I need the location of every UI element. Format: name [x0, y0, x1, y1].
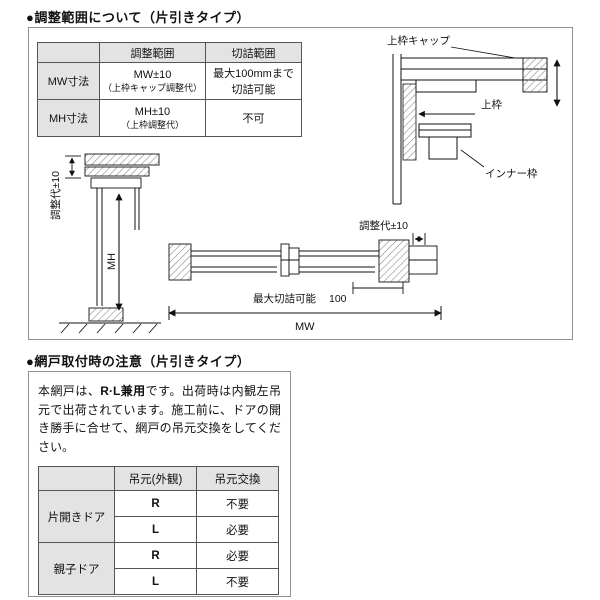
- exchange-cell: 必要: [196, 516, 279, 544]
- row-header-single-door: 片開きドア: [38, 490, 115, 544]
- section-title-screen-door: ●網戸取付時の注意（片引きタイプ）: [26, 354, 251, 369]
- row-header-parent-child-door: 親子ドア: [38, 542, 115, 596]
- jamb-hatched-section: [402, 83, 417, 161]
- mh-adjust-note: （上枠調整代）: [120, 119, 184, 130]
- table-row: MW寸法 MW±10 （上枠キャップ調整代） 最大100mmまで 切詰可能: [37, 62, 302, 100]
- table-row: 片開きドア R 不要: [38, 490, 279, 544]
- frame-rails: [191, 250, 379, 273]
- mw-adjust-note: （上枠キャップ調整代）: [103, 82, 203, 93]
- row-header-mh: MH寸法: [37, 99, 100, 137]
- mw-adjust-value: MW±10: [133, 68, 172, 81]
- screen-door-note-panel: 本網戸は、R·L兼用です。出荷時は内観左吊元で出荷されています。施工前に、ドアの…: [28, 371, 291, 597]
- hinge-exchange-table: 吊元(外観) 吊元交換 片開きドア R 不要 L 必要 親子ドア R 必要 L …: [38, 466, 279, 596]
- mw-cut-line1: 最大100mmまで: [213, 68, 294, 80]
- hinge-cell: L: [114, 516, 197, 544]
- row-header-mw: MW寸法: [37, 62, 100, 100]
- left-jamb-section: [168, 243, 192, 281]
- top-frame-profile: [400, 57, 548, 93]
- mh-adjust-value: MH±10: [134, 105, 171, 118]
- section-title-adjust-range: ●調整範囲について（片引きタイプ）: [26, 10, 250, 25]
- mw-cut-line2: 切詰可能: [231, 84, 276, 96]
- col-header-cut: 切詰範囲: [205, 42, 302, 63]
- exchange-cell: 不要: [196, 568, 279, 596]
- exchange-cell: 不要: [196, 490, 279, 518]
- adjust-range-table: 調整範囲 切詰範囲 MW寸法 MW±10 （上枠キャップ調整代） 最大100mm…: [37, 42, 302, 137]
- top-frame-label: 上枠: [481, 98, 502, 111]
- top-cap-hatched-section: [522, 57, 548, 93]
- inner-frame-profile: [418, 123, 472, 160]
- adjust-range-panel: 調整範囲 切詰範囲 MW寸法 MW±10 （上枠キャップ調整代） 最大100mm…: [28, 27, 573, 340]
- mh-adjust-label: 調整代±10: [49, 171, 62, 220]
- max-cut-value: 100: [329, 293, 347, 305]
- mh-section-diagram: 調整代±10 MH: [49, 153, 161, 334]
- mh-adjust-dimension: [65, 155, 81, 179]
- mw-adjust-cell: MW±10 （上枠キャップ調整代）: [99, 62, 206, 100]
- top-frame-corner-diagram: 上枠キャップ 上枠 インナー枠: [387, 34, 561, 205]
- col-header-adjust: 調整範囲: [99, 42, 206, 63]
- right-jamb-section: [378, 239, 438, 283]
- frame-elevation-lines: [392, 54, 402, 205]
- col-header-exchange: 吊元交換: [196, 466, 279, 492]
- exchange-cell: 必要: [196, 542, 279, 570]
- hinge-cell: R: [114, 490, 197, 518]
- corner-cell: [37, 42, 100, 63]
- table-row: L 不要: [39, 568, 279, 596]
- corner-cell: [38, 466, 115, 492]
- table-row: L 必要: [39, 516, 279, 544]
- note-intro-bold: R·L兼用: [100, 384, 146, 398]
- col-header-hinge: 吊元(外観): [114, 466, 197, 492]
- hinge-cell: R: [114, 542, 197, 570]
- mh-cut-cell: 不可: [205, 99, 302, 137]
- mw-dimension: [168, 306, 442, 320]
- mh-adjust-cell: MH±10 （上枠調整代）: [99, 99, 206, 137]
- note-intro-pre: 本網戸は、: [38, 384, 101, 398]
- table-row: 親子ドア R 必要: [38, 542, 279, 596]
- mw-adjust-dimension: [412, 233, 426, 245]
- table-row: MH寸法 MH±10 （上枠調整代） 不可: [37, 99, 302, 137]
- inner-frame-leader: [460, 149, 485, 168]
- mw-adjust-label: 調整代±10: [359, 219, 408, 232]
- mh-dimension-label: MH: [106, 253, 118, 270]
- note-body: 出荷時は内観左吊元で出荷されています。施工前に、ドアの開き勝手に合せて、網戸の吊…: [38, 384, 281, 454]
- screen-note-text: 本網戸は、R·L兼用です。出荷時は内観左吊元で出荷されています。施工前に、ドアの…: [38, 382, 281, 456]
- hinge-cell: L: [114, 568, 197, 596]
- inner-frame-label: インナー枠: [485, 167, 538, 180]
- mw-cut-cell: 最大100mmまで 切詰可能: [205, 62, 302, 100]
- note-intro-post: です。: [145, 384, 182, 398]
- max-cut-label: 最大切詰可能: [253, 292, 316, 305]
- max-cut-dimension: [352, 282, 404, 294]
- mh-cut-line1: 不可: [242, 113, 265, 125]
- bottom-sill-section: [59, 307, 161, 334]
- door-leaf-lines: [96, 188, 140, 306]
- top-cap-label: 上枠キャップ: [387, 34, 450, 47]
- top-frame-section: [84, 153, 160, 189]
- mw-section-diagram: 調整代±10: [168, 219, 442, 333]
- interlock-section: [280, 243, 300, 277]
- mw-dimension-label: MW: [295, 321, 315, 333]
